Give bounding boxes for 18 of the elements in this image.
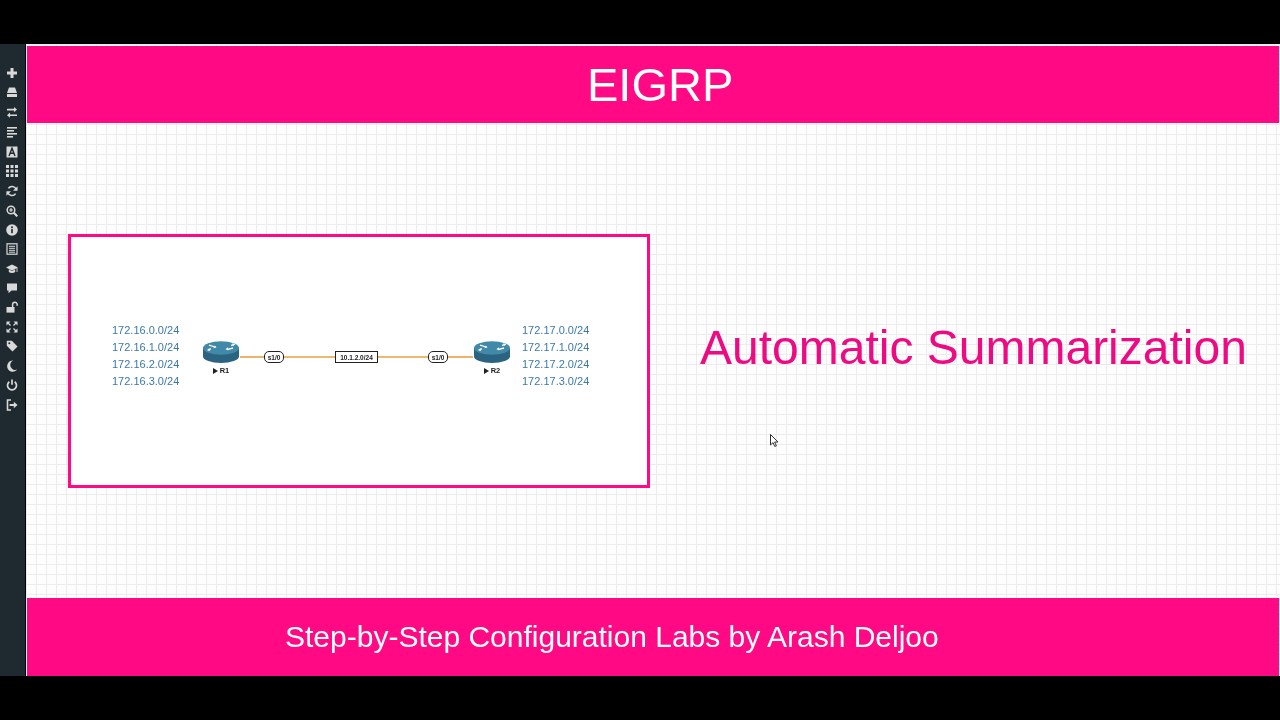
network-label: 172.16.2.0/24 bbox=[112, 357, 180, 372]
subtitle: Automatic Summarization bbox=[700, 320, 1247, 376]
router bbox=[473, 340, 511, 377]
network-label: 172.17.3.0/24 bbox=[522, 374, 590, 389]
network-label: 172.17.2.0/24 bbox=[522, 357, 590, 372]
link-line bbox=[239, 356, 265, 358]
link-line bbox=[377, 356, 429, 358]
link-line bbox=[283, 356, 336, 358]
caption: Step-by-Step Configuration Labs by Arash Deljoo bbox=[285, 619, 939, 655]
network-label: 172.16.0.0/24 bbox=[112, 323, 180, 338]
title: EIGRP bbox=[587, 57, 734, 113]
network-label: 172.17.1.0/24 bbox=[522, 340, 590, 355]
topology-frame bbox=[68, 234, 650, 488]
link-line bbox=[447, 356, 474, 358]
network-label: 172.17.0.0/24 bbox=[522, 323, 590, 338]
router bbox=[202, 340, 240, 377]
network-label: 172.16.1.0/24 bbox=[112, 340, 180, 355]
network-label: 172.16.3.0/24 bbox=[112, 374, 180, 389]
